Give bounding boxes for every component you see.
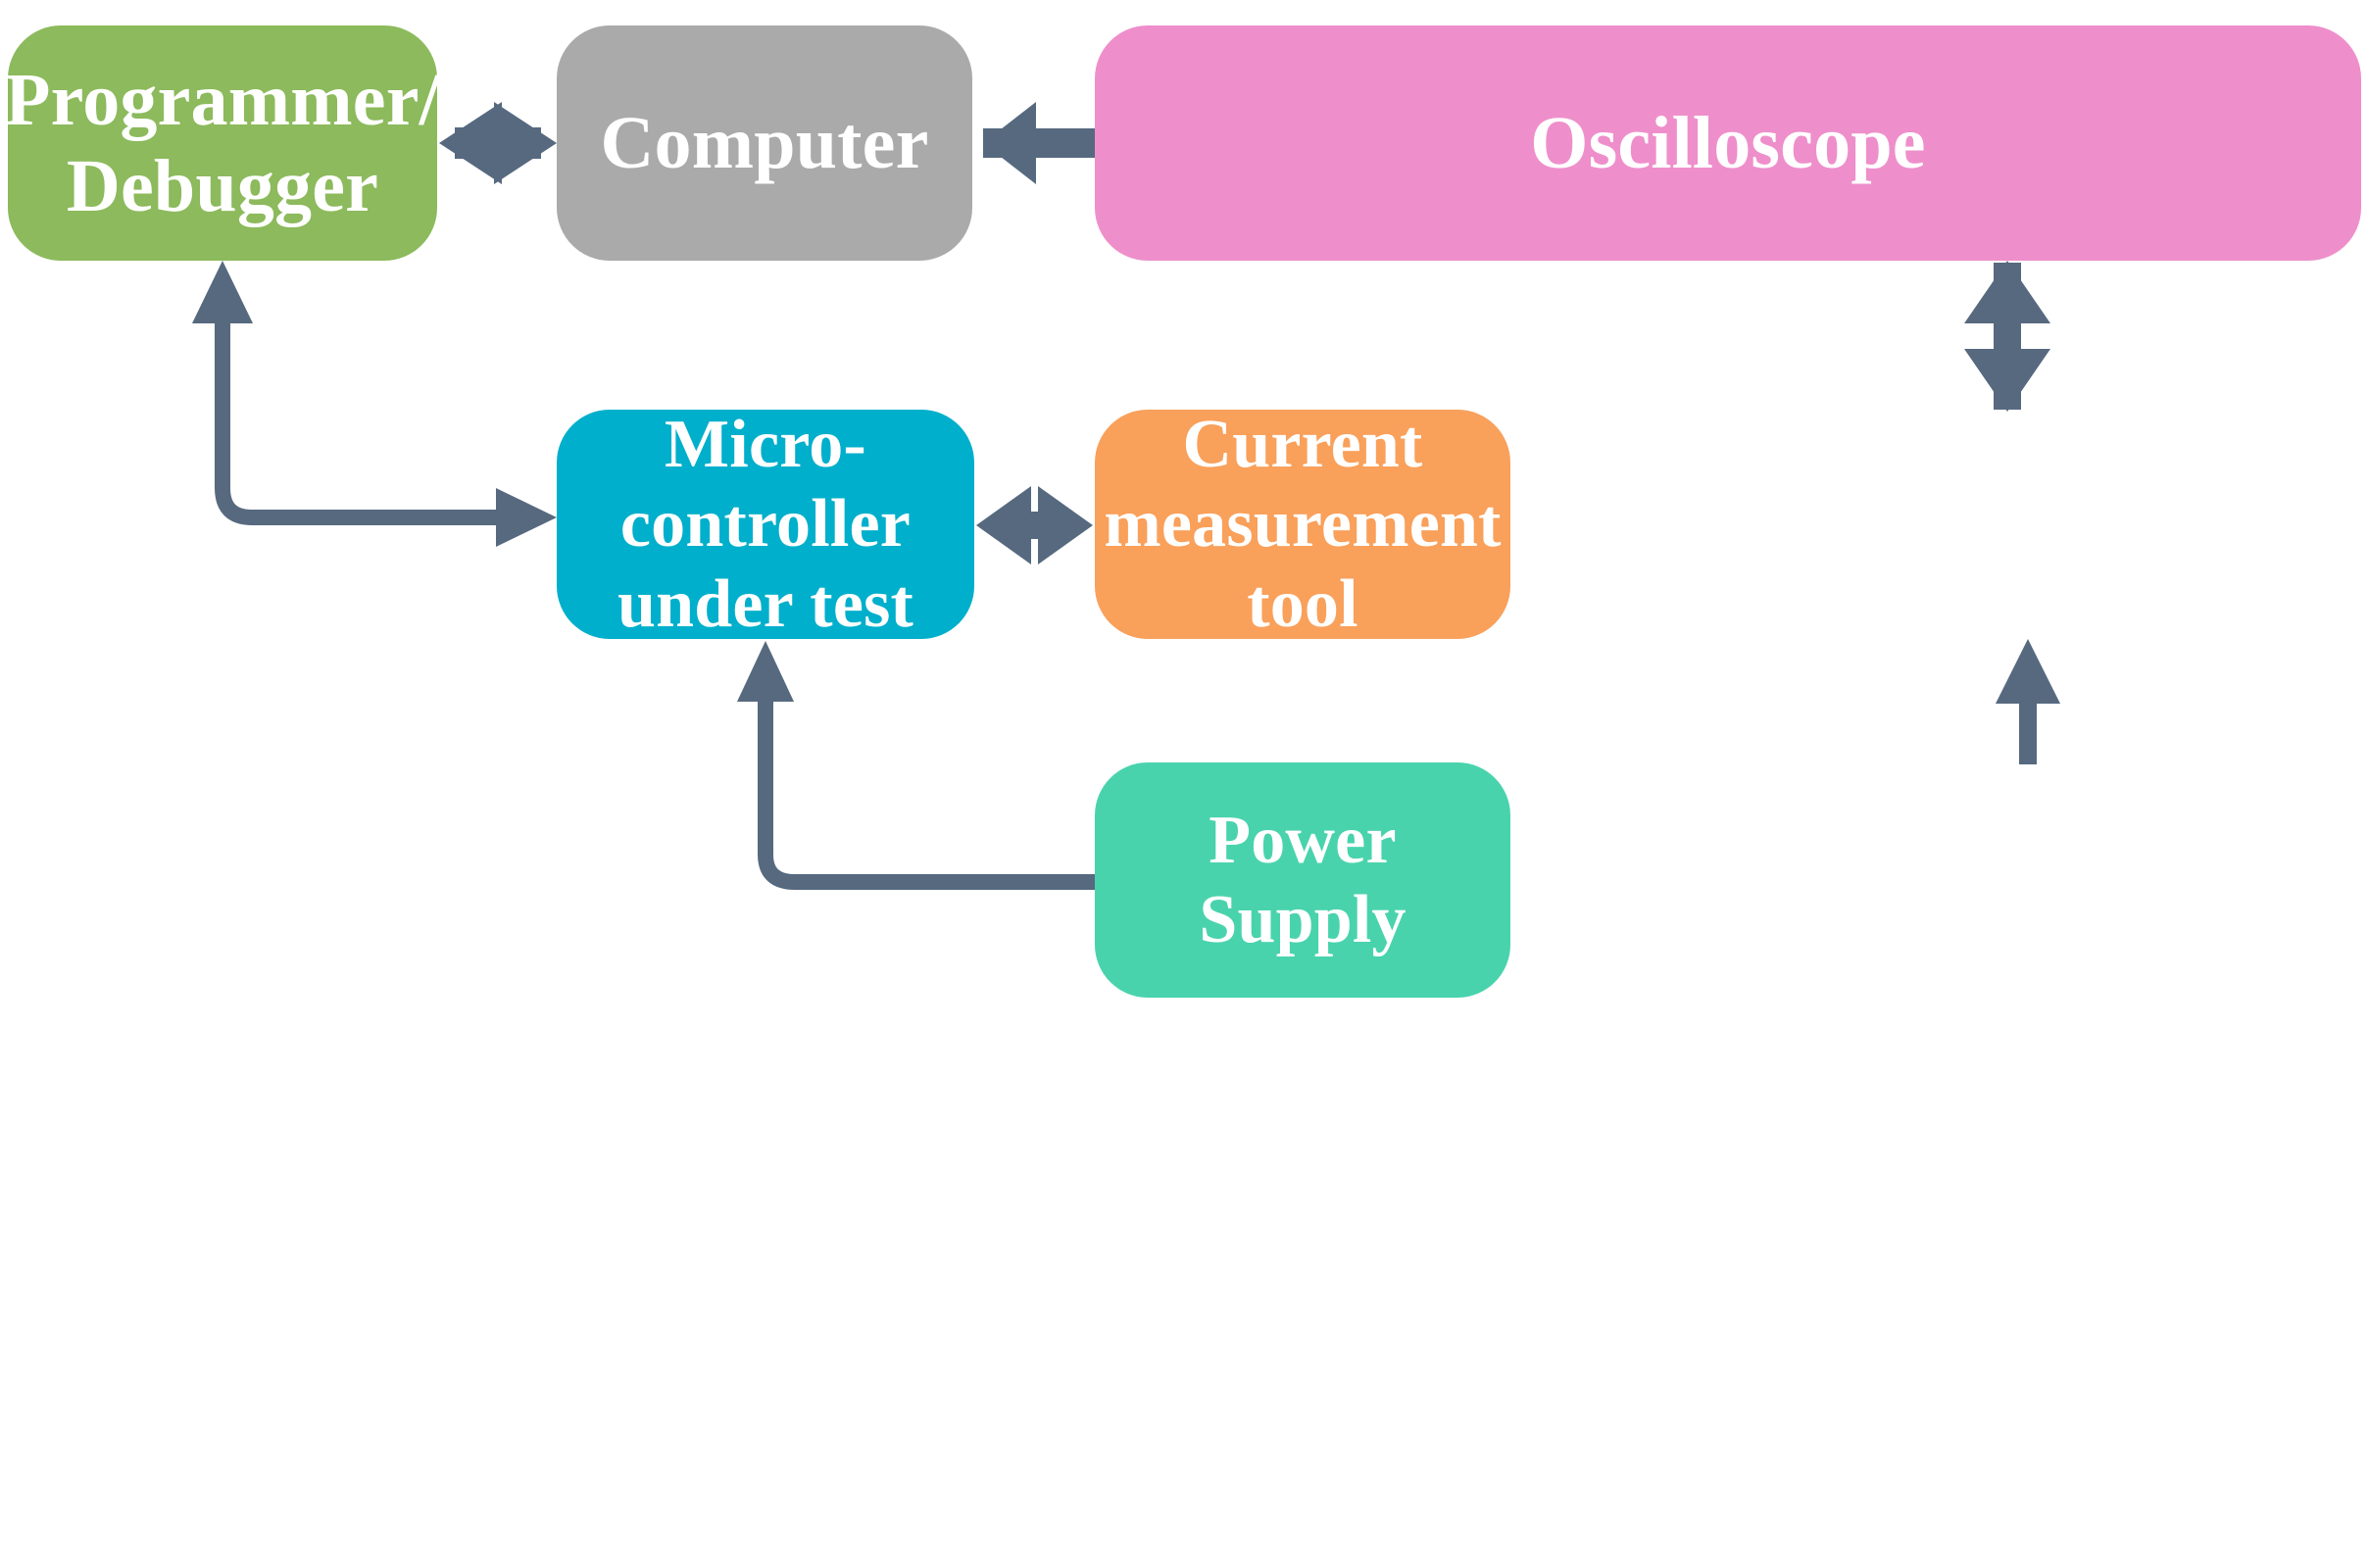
block-current-measurement-tool[interactable]: Current measurement tool	[1095, 407, 1510, 642]
block-programmer-debugger-label: Programmer/ Debugger	[5, 58, 440, 227]
connector-power-supply-current-tool	[1996, 639, 2060, 764]
block-computer-label: Computer	[600, 101, 929, 184]
connector-power-supply-microcontroller	[737, 641, 1095, 890]
connector-programmer-computer	[439, 102, 557, 184]
block-microcontroller-under-test-label: Micro- controller under test	[617, 407, 914, 642]
block-power-supply[interactable]: Power Supply	[1095, 762, 1510, 998]
connector-oscilloscope-computer	[983, 102, 1095, 184]
block-power-supply-label: Power Supply	[1199, 802, 1407, 957]
block-oscilloscope-label: Oscilloscope	[1530, 101, 1926, 184]
connector-programmer-microcontroller	[192, 261, 557, 547]
block-programmer-debugger[interactable]: Programmer/ Debugger	[5, 25, 440, 261]
block-current-measurement-tool-label: Current measurement tool	[1104, 407, 1502, 642]
connector-microcontroller-current-tool	[976, 486, 1093, 564]
block-computer[interactable]: Computer	[557, 25, 972, 261]
connector-oscilloscope-current-tool	[1964, 261, 2050, 412]
block-microcontroller-under-test[interactable]: Micro- controller under test	[557, 407, 974, 642]
block-oscilloscope[interactable]: Oscilloscope	[1095, 25, 2361, 261]
